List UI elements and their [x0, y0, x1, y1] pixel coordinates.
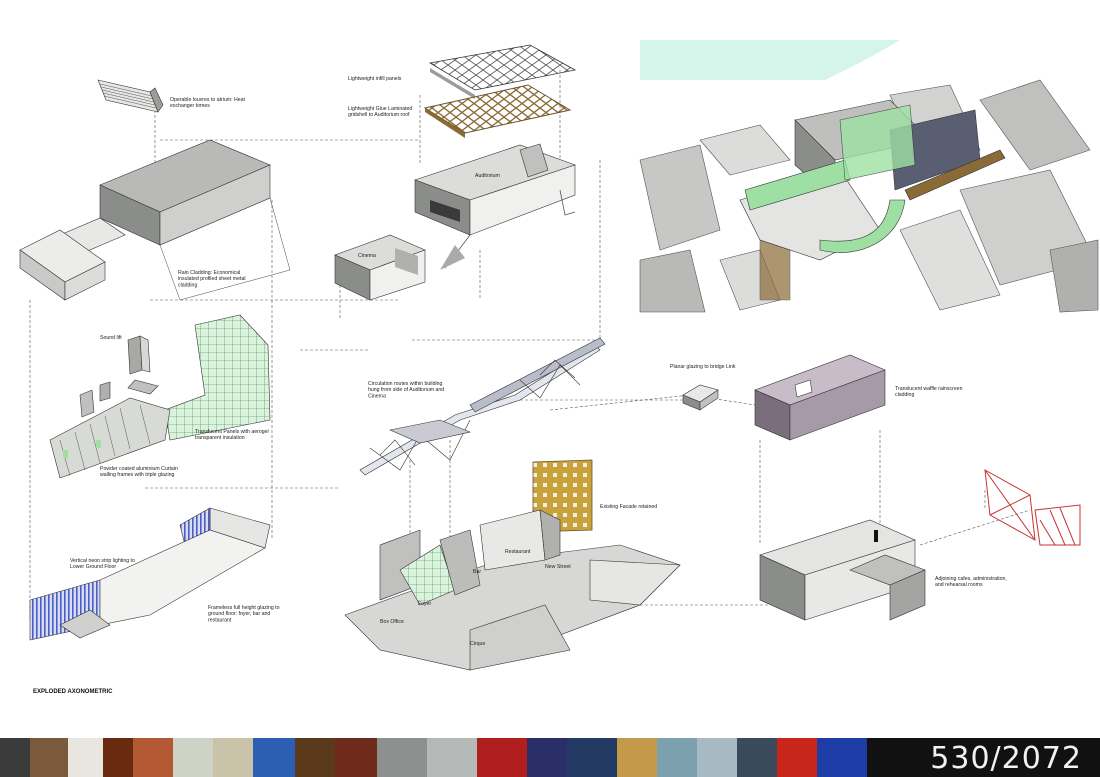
label-cirque: Cirque: [470, 641, 485, 647]
windows-thumb: [335, 738, 377, 777]
corridor-thumb: [737, 738, 777, 777]
projection-lines: [29, 70, 1031, 620]
waffle-cladding-block: [754, 354, 886, 441]
exploded-axonometric-drawing: Operable louvres to atrium: Heatexchange…: [19, 40, 1100, 695]
roof-infill-panels: [423, 44, 577, 138]
dancers-thumb: [0, 738, 30, 777]
stage-thumb: [213, 738, 253, 777]
crowd-thumb: [377, 738, 427, 777]
tree-thumb: [697, 738, 737, 777]
neon-thumb: [527, 738, 567, 777]
label-sound-lift: Sound lift: [100, 335, 122, 341]
thumbnail-strip: [0, 738, 1100, 777]
circulation-routes: [359, 337, 606, 476]
translucent-panel-envelope: [49, 314, 271, 479]
lights-thumb: [295, 738, 335, 777]
sheet-title: EXPLODED AXONOMETRIC: [33, 689, 113, 695]
cinema-box: [334, 234, 426, 301]
label-bridge-glazing: Planar glazing to bridge Link: [670, 364, 736, 370]
street-thumb: [427, 738, 477, 777]
portrait-thumb: [173, 738, 213, 777]
lower-ground-led-wall: [29, 507, 271, 641]
label-bar: Bar: [473, 569, 481, 575]
blue-screen-thumb: [253, 738, 295, 777]
red-truss: [984, 469, 1081, 546]
label-auditorium: Auditorium: [475, 173, 500, 179]
label-facade: Existing Facade retained: [600, 504, 657, 510]
silhouette-thumb: [567, 738, 617, 777]
label-restaurant: Restaurant: [505, 549, 531, 555]
label-box-office: Box Office: [380, 619, 404, 625]
label-foyer: Foyer: [418, 601, 432, 607]
performer-thumb: [30, 738, 68, 777]
interior-thumb: [617, 738, 657, 777]
label-adjoining: Adjoining cafes, administration,and rehe…: [935, 576, 1007, 588]
label-new-street: New Street: [545, 564, 571, 570]
label-cinema: Cinema: [358, 253, 376, 259]
ground-floor-plan: [344, 509, 681, 671]
acrobat-thumb: [68, 738, 103, 777]
operable-louvres: [97, 79, 164, 113]
fire-thumb: [103, 738, 133, 777]
chevron-thumb: [477, 738, 527, 777]
label-infill-panels: Lightweight infill panels: [348, 76, 402, 82]
red-light-thumb: [777, 738, 817, 777]
bridge-link-glazing: [682, 384, 719, 411]
sound-lift-element: [79, 335, 159, 418]
red-dancer-thumb: [133, 738, 173, 777]
page-counter: 530/2072: [930, 741, 1082, 776]
glass-thumb: [657, 738, 697, 777]
adjoining-buildings-block: [759, 519, 926, 621]
auditorium-block: [414, 143, 576, 270]
aerial-render: [638, 40, 1100, 313]
rain-cladding-block: [19, 139, 291, 301]
blue-light-thumb: [817, 738, 867, 777]
